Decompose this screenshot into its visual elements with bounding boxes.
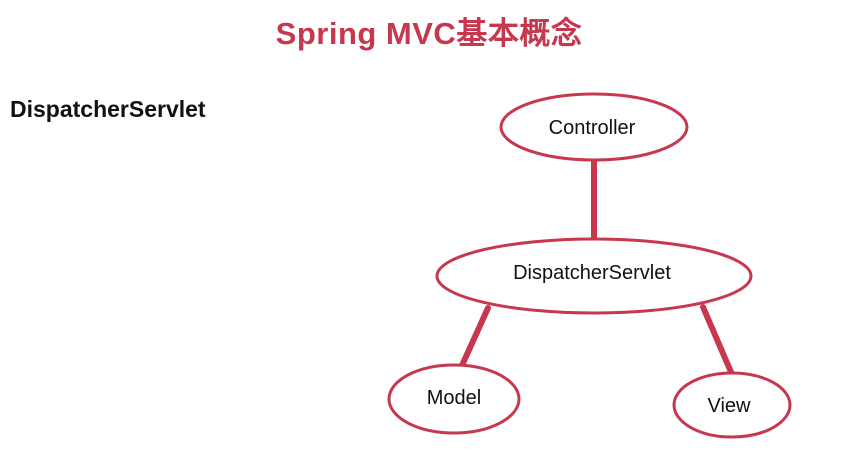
node-view-label: View (708, 395, 752, 417)
node-model-label: Model (427, 387, 481, 409)
edge-dispatcher-model (456, 305, 491, 375)
node-model: Model (387, 363, 521, 435)
node-controller-label: Controller (549, 117, 636, 139)
section-heading: DispatcherServlet (10, 96, 206, 122)
node-controller: Controller (499, 92, 689, 162)
edge-dispatcher-view (700, 304, 737, 382)
node-dispatcher-label: DispatcherServlet (513, 262, 671, 284)
slide-title: Spring MVC基本概念 (275, 16, 583, 51)
node-dispatcher: DispatcherServlet (435, 237, 753, 315)
node-view: View (672, 371, 792, 439)
